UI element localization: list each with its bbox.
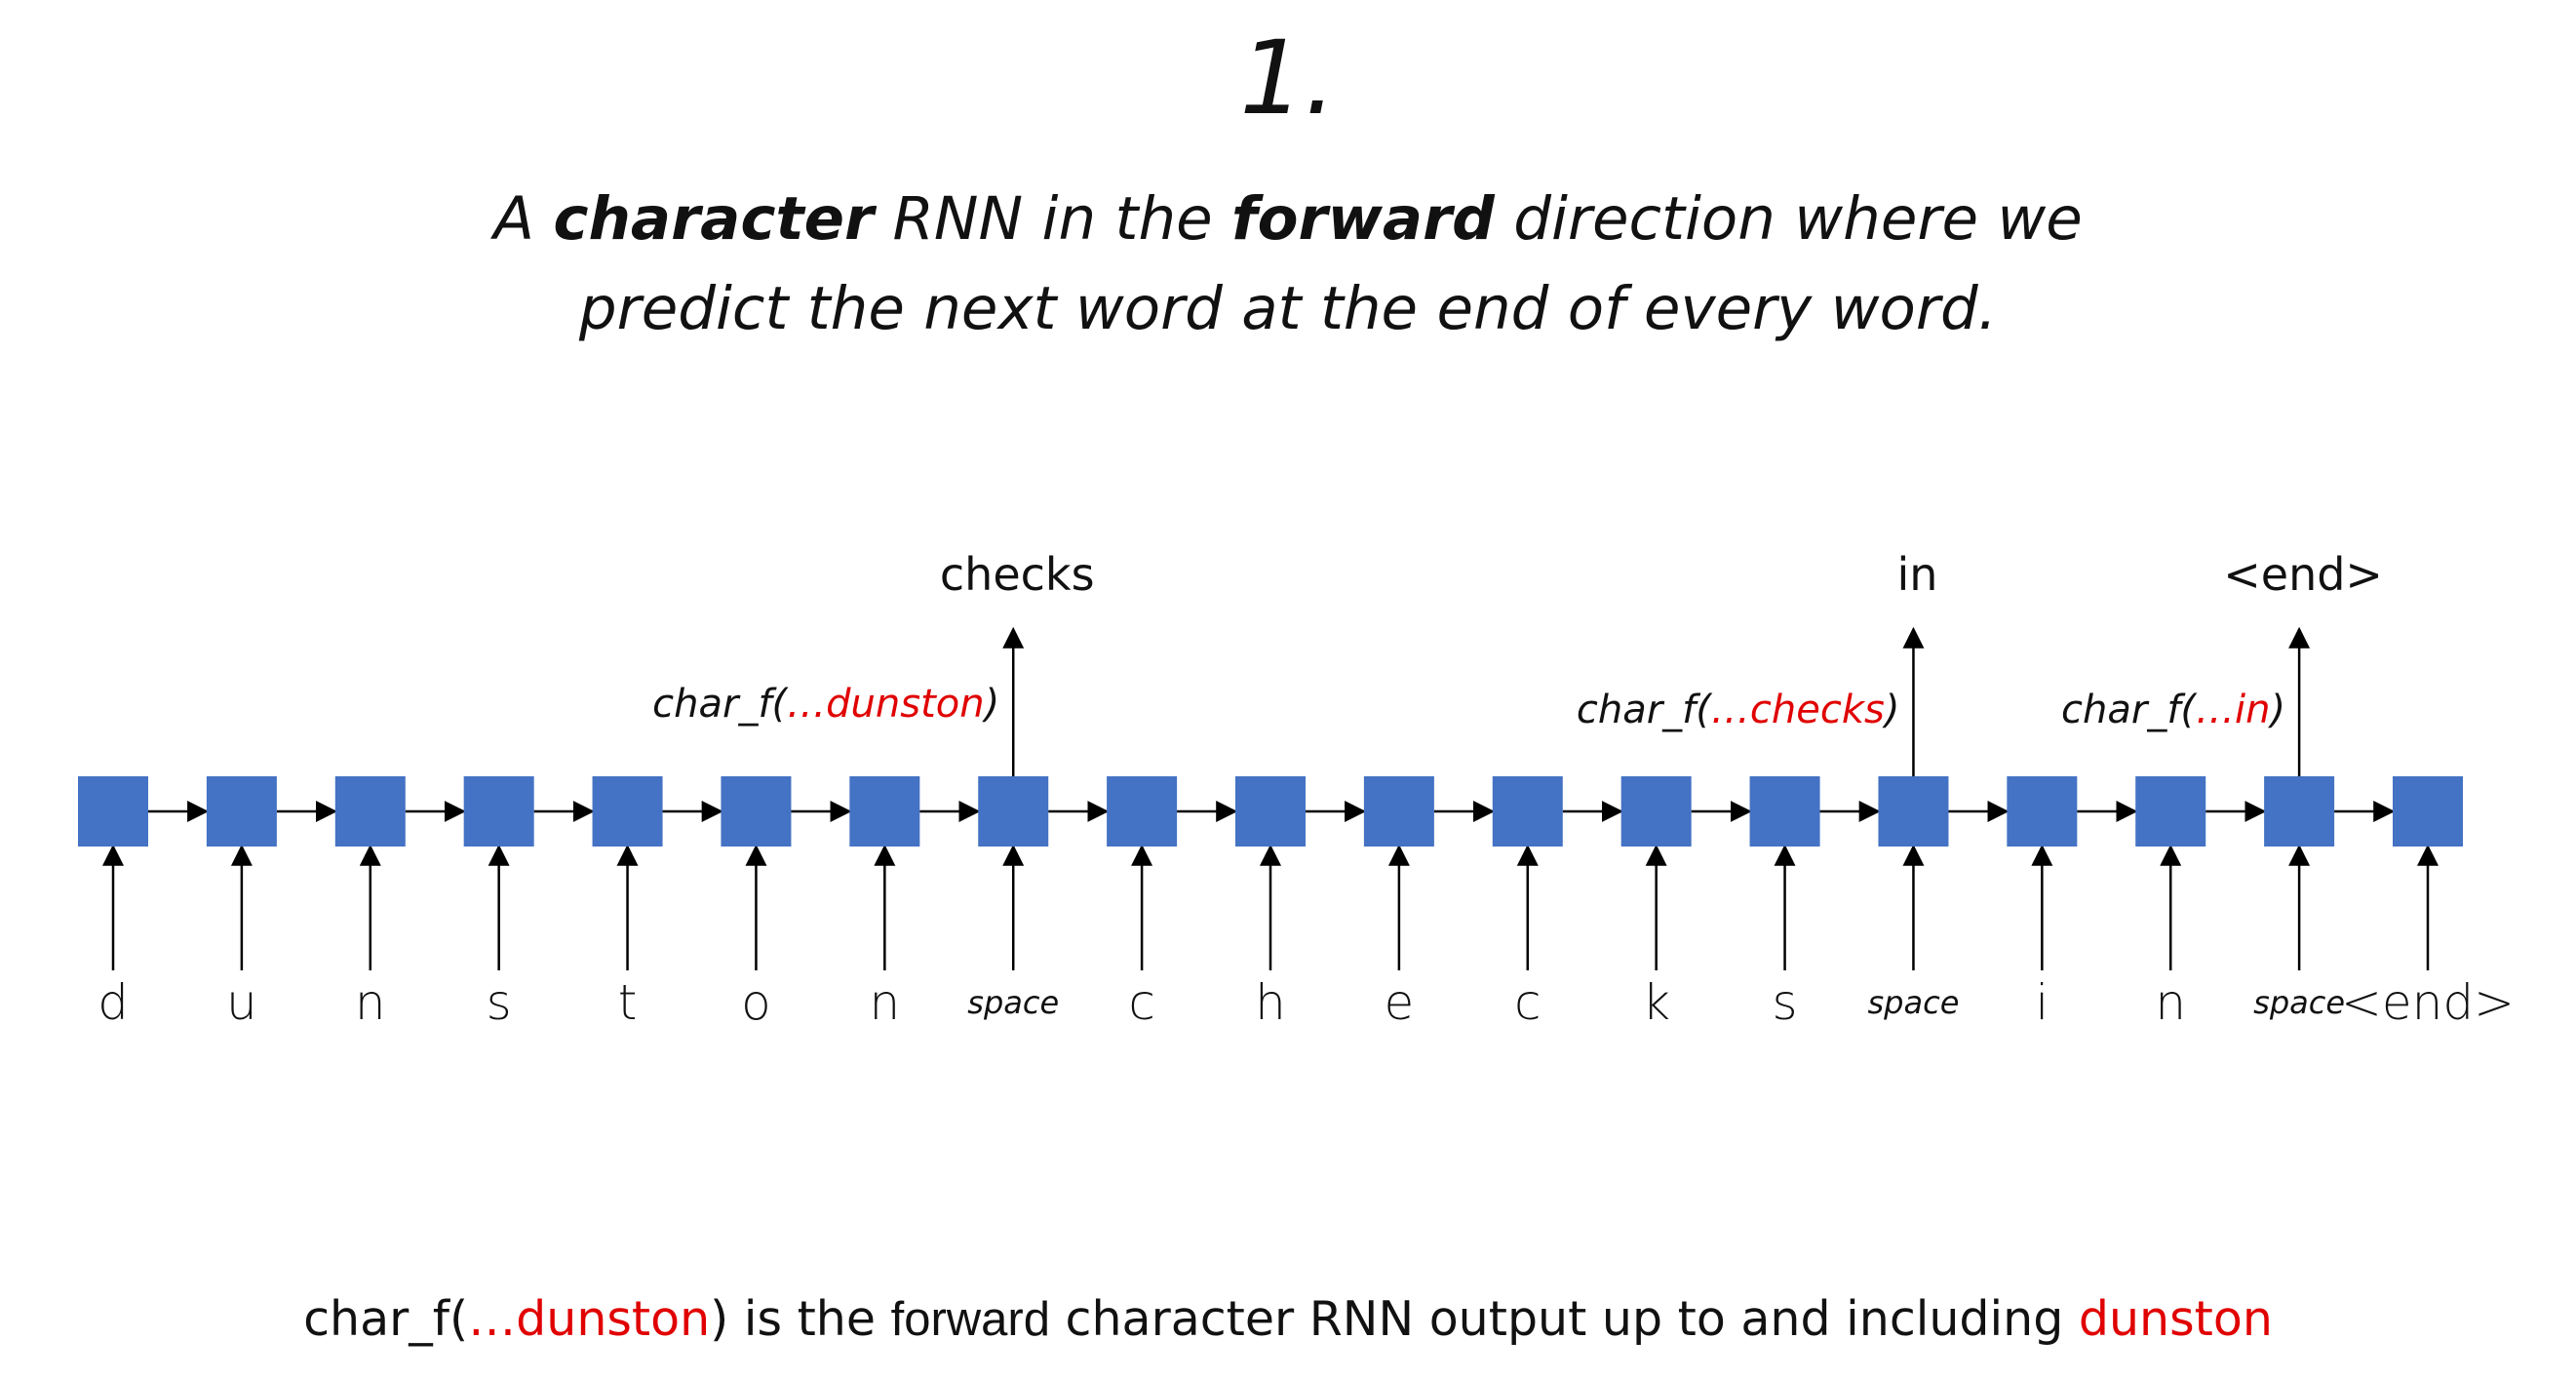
char-func-suffix: ) [982, 682, 1000, 727]
input-char-label: d [98, 974, 129, 1031]
rnn-cell [206, 776, 277, 847]
rnn-cell [1749, 776, 1820, 847]
title-text-b: RNN in the [874, 184, 1232, 254]
rnn-cells [78, 776, 2463, 847]
input-char-label: i [2035, 974, 2049, 1031]
title-text-a: A [493, 184, 554, 254]
caption-bold-forward: forward [890, 1293, 1050, 1346]
char-func-label: char_f(…in) [2061, 688, 2285, 732]
input-char-label: <end> [2341, 974, 2515, 1031]
char-func-prefix: char_f( [652, 682, 789, 727]
char-func-prefix: char_f( [2061, 688, 2198, 732]
input-char-label: t [618, 974, 638, 1031]
output-word-label: in [1896, 548, 1937, 601]
output-word-label: checks [940, 548, 1095, 601]
rnn-cell [2393, 776, 2463, 847]
input-char-label: s [487, 974, 512, 1031]
char-func-label: char_f(…dunston) [652, 682, 999, 727]
output-word-label: <end> [2223, 548, 2383, 601]
char-func-label: char_f(…checks) [1577, 688, 1900, 732]
char-func-arg: …checks [1711, 688, 1885, 732]
rnn-cell [1363, 776, 1434, 847]
rnn-cell [1620, 776, 1692, 847]
rnn-cell [978, 776, 1049, 847]
rnn-cell [463, 776, 534, 847]
input-char-label: e [1385, 974, 1415, 1031]
step-number: 1. [1239, 19, 1337, 138]
char-func-prefix: char_f( [1577, 688, 1713, 732]
input-char-label: n [355, 974, 386, 1031]
char-func-arg: …dunston [787, 682, 984, 727]
char-func-arg: …in [2196, 688, 2270, 732]
input-char-label: n [869, 974, 900, 1031]
caption: char_f(…dunston) is the forward characte… [0, 1285, 2576, 1354]
caption-text-2: character RNN output up to and including [1049, 1291, 2079, 1347]
rnn-cell [849, 776, 920, 847]
caption-text-1: is the [728, 1291, 891, 1347]
rnn-cell [1107, 776, 1178, 847]
output-labels: checkschar_f(…dunston)inchar_f(…checks)<… [652, 548, 2383, 732]
rnn-cell [1235, 776, 1306, 847]
caption-highlight: dunston [2078, 1291, 2273, 1347]
char-func-suffix: ) [2268, 688, 2286, 732]
input-char-label: k [1642, 974, 1670, 1031]
rnn-cell [334, 776, 406, 847]
input-char-label: space [967, 984, 1059, 1021]
title-text-c: direction where we [1494, 184, 2083, 254]
rnn-cell [721, 776, 792, 847]
rnn-cell [78, 776, 148, 847]
caption-func-arg: …dunston [468, 1291, 711, 1347]
title-bold-forward: forward [1231, 184, 1495, 254]
caption-func-prefix: char_f( [303, 1291, 469, 1347]
input-char-label: c [1128, 974, 1155, 1031]
input-char-label: o [741, 974, 771, 1031]
input-char-label: space [1868, 984, 1960, 1021]
input-char-label: space [2253, 984, 2345, 1021]
rnn-cell [2264, 776, 2335, 847]
rnn-cell [2135, 776, 2206, 847]
rnn-cell [2007, 776, 2078, 847]
title-line-1: A character RNN in the forward direction… [0, 176, 2576, 263]
rnn-cell [1878, 776, 1949, 847]
rnn-cell [1492, 776, 1563, 847]
char-func-suffix: ) [1882, 688, 1900, 732]
rnn-cell [592, 776, 663, 847]
caption-func-suffix: ) [710, 1291, 729, 1347]
title-bold-character: character [553, 184, 875, 254]
input-char-label: c [1514, 974, 1542, 1031]
title-line-2: predict the next word at the end of ever… [578, 274, 1998, 343]
output-arrows [1002, 626, 2311, 776]
input-char-label: h [1255, 974, 1286, 1031]
input-char-label: s [1773, 974, 1798, 1031]
input-char-label: n [2155, 974, 2186, 1031]
input-char-label: u [226, 974, 257, 1031]
input-arrows [102, 844, 2439, 970]
